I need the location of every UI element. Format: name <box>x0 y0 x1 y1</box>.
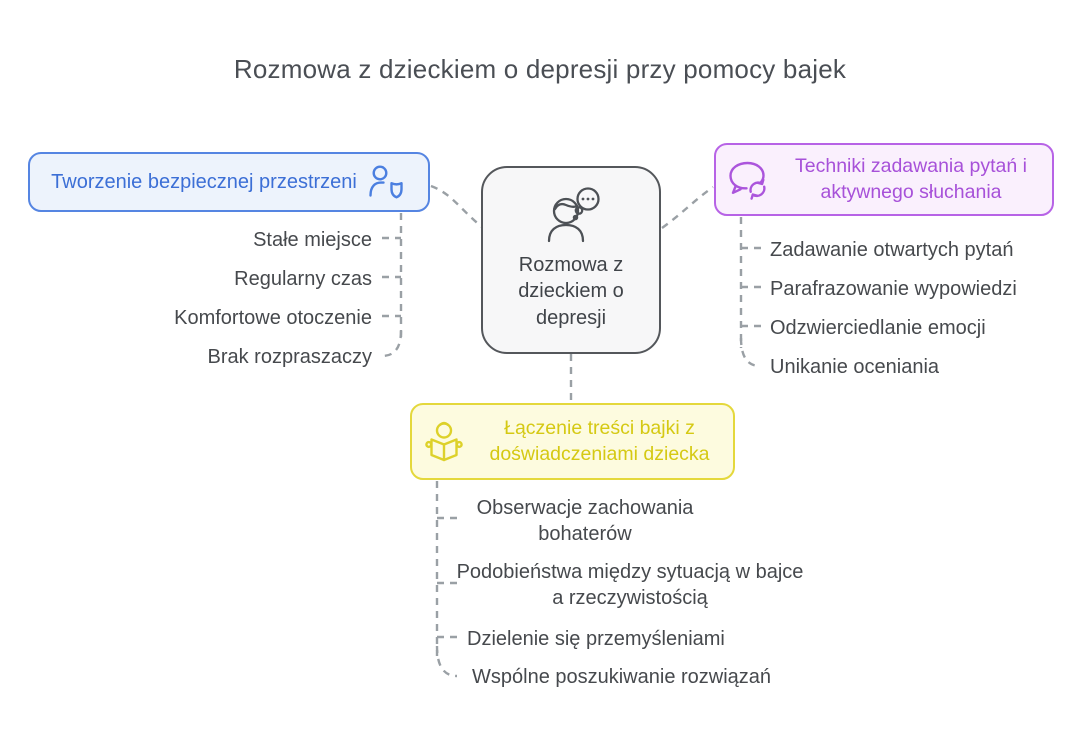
leaf-item: Zadawanie otwartych pytań <box>770 239 1014 261</box>
branch-story-linking-label: Łączenie treści bajki z doświadczeniami … <box>489 416 710 465</box>
branch-node-story-linking: Łączenie treści bajki z doświadczeniami … <box>410 403 735 480</box>
branch-node-safe-space: Tworzenie bezpiecznej przestrzeni <box>28 152 430 212</box>
leaf-item: Stałe miejsce <box>253 229 372 251</box>
person-thinking-icon <box>547 187 600 243</box>
diagram-title: Rozmowa z dzieckiem o depresji przy pomo… <box>233 54 847 84</box>
leaf-item: Podobieństwa między sytuacją w bajce a r… <box>456 561 804 609</box>
leaf-item: Parafrazowanie wypowiedzi <box>770 278 1017 300</box>
leaf-item: Komfortowe otoczenie <box>174 307 372 329</box>
leaf-item: Odzwierciedlanie emocji <box>770 317 986 339</box>
person-reading-book-icon <box>424 421 463 461</box>
center-node: Rozmowa z dzieckiem o depresji <box>481 166 661 354</box>
leaf-item: Obserwacje zachowania bohaterów <box>476 497 694 545</box>
branch-safe-space-label: Tworzenie bezpiecznej przestrzeni <box>51 170 357 193</box>
branch-node-questioning: Techniki zadawania pytań i aktywnego słu… <box>714 143 1054 216</box>
center-node-label: Rozmowa z dzieckiem o depresji <box>518 254 624 329</box>
leaf-item: Regularny czas <box>234 268 372 290</box>
branch-questioning-label: Techniki zadawania pytań i aktywnego słu… <box>795 154 1027 203</box>
leaf-item: Unikanie oceniania <box>770 356 940 378</box>
person-shield-icon <box>369 165 403 199</box>
leaf-item: Brak rozpraszaczy <box>207 346 373 368</box>
leaf-item: Wspólne poszukiwanie rozwiązań <box>472 666 772 688</box>
leaf-item: Dzielenie się przemyśleniami <box>467 628 725 650</box>
chat-sync-icon <box>729 161 766 200</box>
